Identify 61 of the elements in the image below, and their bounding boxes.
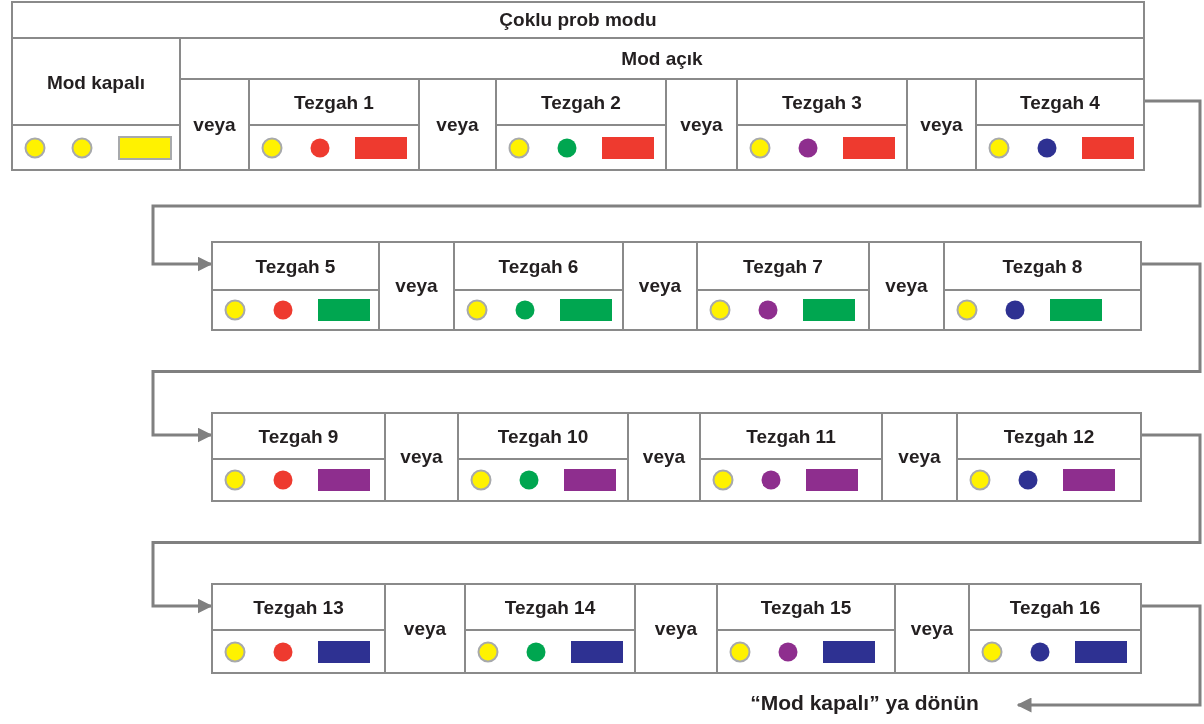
cell-label: Tezgah 10 [497,426,589,448]
cell-label: Tezgah 14 [504,597,596,619]
table-cell [868,241,945,331]
table-cell [622,241,698,331]
cell-label: Tezgah 15 [760,597,852,619]
cell-label: Tezgah 6 [498,256,579,278]
cell-label: Tezgah 11 [746,426,836,448]
cell-label: Tezgah 8 [1002,256,1083,278]
connector-arrow [151,99,1202,272]
cell-label: Tezgah 5 [255,256,336,278]
cell-label: Tezgah 4 [1020,92,1100,114]
cell-label: veya [400,446,443,468]
cell-label: veya [395,275,438,297]
table-cell [211,241,380,331]
table-cell [696,241,870,331]
table-cell [384,583,466,674]
table-cell [627,412,701,502]
table-cell [894,583,970,674]
cell-label: veya [403,617,447,640]
table-cell [384,412,459,502]
cell-label: veya [436,113,479,136]
table-cell [457,412,629,502]
cell-label: Tezgah 9 [258,426,339,448]
cell-label: veya [638,275,682,297]
cell-label: veya [642,446,686,468]
connector-arrow [151,262,1202,443]
cell-label: Tezgah 13 [253,597,344,619]
table-cell [211,412,386,502]
cell-label: veya [910,617,954,640]
return-note: “Mod kapalı” ya dönün [750,691,979,715]
cell-label: Çoklu prob modu [499,9,657,31]
connector-arrow [151,433,1202,614]
table-cell [453,241,624,331]
table-cell [211,583,386,674]
cell-label: veya [885,275,928,297]
cell-label: veya [654,617,698,640]
cell-label: Mod kapalı [46,71,146,94]
table-cell [11,1,1145,39]
table-cell [11,37,181,171]
table-cell [378,241,455,331]
connector-arrow [1016,604,1202,713]
cell-label: Tezgah 3 [782,92,862,114]
table-cell [943,241,1142,331]
cell-label: Tezgah 7 [743,256,823,278]
table-cell [699,412,883,502]
cell-label: Mod açık [621,47,703,70]
table-cell [464,583,636,674]
cell-label: veya [920,113,963,136]
table-cell [956,412,1142,502]
table-cell [968,583,1142,674]
cell-label: Tezgah 12 [1003,426,1095,448]
table-cell [634,583,718,674]
cell-label: Tezgah 16 [1009,597,1101,619]
cell-label: Tezgah 2 [541,92,621,114]
cell-label: veya [193,113,236,136]
cell-label: veya [680,113,723,136]
table-cell [975,78,1145,171]
table-cell [881,412,958,502]
cell-label: Tezgah 1 [294,92,374,114]
table-cell [716,583,896,674]
cell-label: veya [898,446,941,468]
